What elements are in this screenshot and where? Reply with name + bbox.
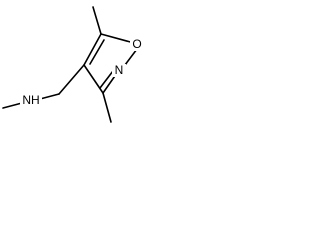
chemical-structure-diagram: O N NH: [2, 6, 144, 123]
bond-c3-c4: [83, 64, 104, 94]
bond-c4-c5-inner: [89, 39, 105, 65]
atom-label-ring-nitrogen: N: [115, 63, 124, 77]
bond-c4-ch2: [58, 64, 85, 95]
bond-c3-methyl: [102, 92, 112, 123]
bond-ch2-n: [39, 93, 60, 100]
atom-label-oxygen: O: [132, 37, 141, 51]
bond-c4-c5: [83, 33, 102, 66]
bond-c5-o1: [100, 33, 135, 44]
bond-n2-c3-inner: [99, 70, 114, 89]
atom-label-amine-nh: NH: [22, 93, 39, 107]
bond-n-methyl: [2, 102, 23, 109]
bond-c5-methyl: [92, 6, 102, 35]
